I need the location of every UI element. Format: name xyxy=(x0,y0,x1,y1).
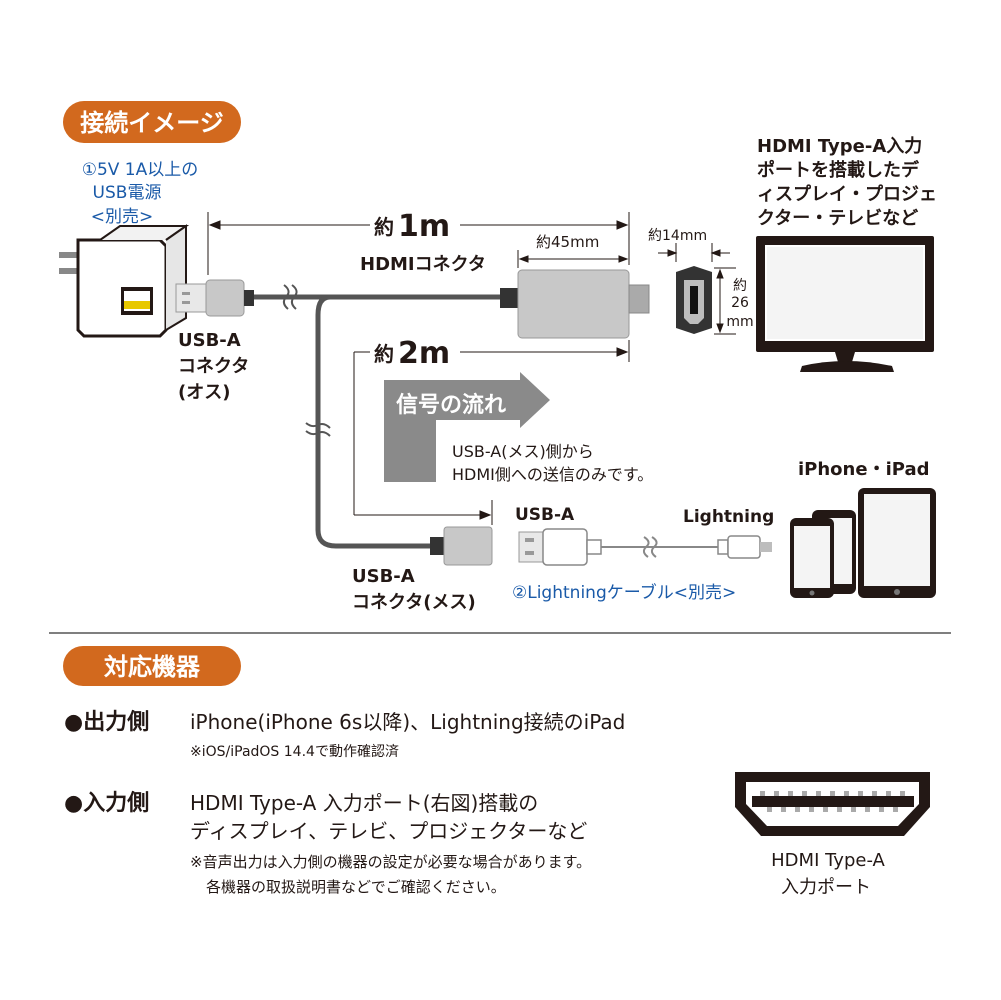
power-note-line2: USB電源 xyxy=(93,183,162,203)
length-1m-prefix: 約 xyxy=(374,215,394,239)
length-2m-value: 2m xyxy=(398,336,450,371)
display-note-line2: ポートを搭載したデ xyxy=(757,159,920,181)
usba-male-line2: コネクタ xyxy=(178,356,249,377)
iphone-icon xyxy=(790,510,856,598)
input-text-line2: ディスプレイ、テレビ、プロジェクターなど xyxy=(190,819,587,843)
dimension-lines xyxy=(207,212,736,525)
signal-arrow-icon: 信号の流れ xyxy=(384,372,550,482)
signal-note: USB-A(メス)側から HDMI側への送信のみです。 xyxy=(452,442,653,484)
display-note-line4: クター・テレビなど xyxy=(757,208,918,229)
lightning-label: Lightning xyxy=(683,507,774,527)
devices-label: iPhone・iPad xyxy=(798,459,929,480)
input-heading: ●入力側 xyxy=(64,791,149,816)
output-text: iPhone(iPhone 6s以降)、Lightning接続のiPad xyxy=(190,710,625,734)
usb-power-adapter-icon xyxy=(59,224,190,338)
usba-female-label: USB-A コネクタ(メス) xyxy=(352,566,476,613)
power-note-line3: <別売> xyxy=(91,207,154,227)
dim-14-label: 約14mm xyxy=(648,228,707,244)
port-caption-line2: 入力ポート xyxy=(781,877,871,898)
output-heading: ●出力側 xyxy=(64,710,149,735)
input-note-line1: ※音声出力は入力側の機器の設定が必要な場合があります。 xyxy=(190,853,591,871)
port-caption: HDMI Type-A 入力ポート xyxy=(771,850,885,898)
display-monitor-icon xyxy=(756,236,934,372)
power-note-line1: ①5V 1A以上の xyxy=(82,160,199,180)
hdmi-port-icon xyxy=(676,266,712,334)
usba-female-line1: USB-A xyxy=(352,566,415,587)
signal-flow-label: 信号の流れ xyxy=(396,392,506,418)
dim-45-label: 約45mm xyxy=(536,233,599,251)
usba-male-line1: USB-A xyxy=(178,330,241,351)
ipad-icon xyxy=(858,488,936,598)
lightning-cable xyxy=(518,528,772,566)
display-note: HDMI Type-A入力 ポートを搭載したデ ィスプレイ・プロジェ クター・テ… xyxy=(757,136,937,229)
compat-badge-label: 対応機器 xyxy=(104,653,201,681)
connection-badge-label: 接続イメージ xyxy=(80,109,224,137)
dim-26-line2: 26 xyxy=(731,295,749,311)
display-note-line3: ィスプレイ・プロジェ xyxy=(757,183,937,205)
length-2m-prefix: 約 xyxy=(374,342,394,366)
usba-female-connector xyxy=(430,526,493,566)
usba-label: USB-A xyxy=(515,505,575,525)
input-text-line1: HDMI Type-A 入力ポート(右図)搭載の xyxy=(190,791,538,815)
hdmi-connector-label: HDMIコネクタ xyxy=(360,254,486,275)
port-caption-line1: HDMI Type-A xyxy=(771,850,885,871)
signal-note-line1: USB-A(メス)側から xyxy=(452,442,594,461)
usba-male-label: USB-A コネクタ (オス) xyxy=(178,330,249,403)
hdmi-connector xyxy=(500,269,650,339)
connection-badge: 接続イメージ xyxy=(63,101,241,143)
dim-26-line1: 約 xyxy=(733,278,747,294)
output-note: ※iOS/iPadOS 14.4で動作確認済 xyxy=(190,744,399,760)
compat-badge: 対応機器 xyxy=(63,646,241,686)
display-note-line1: HDMI Type-A入力 xyxy=(757,136,922,157)
lightning-cable-note: ②Lightningケーブル<別売> xyxy=(512,582,736,603)
dim-26-line3: mm xyxy=(726,314,753,330)
usba-male-line3: (オス) xyxy=(178,382,230,403)
power-note: ①5V 1A以上の USB電源 <別売> xyxy=(82,160,199,227)
usba-female-line2: コネクタ(メス) xyxy=(352,592,476,613)
length-1m-value: 1m xyxy=(398,209,450,244)
signal-note-line2: HDMI側への送信のみです。 xyxy=(452,465,653,484)
usba-male-connector xyxy=(175,279,254,317)
input-note-line2: 各機器の取扱説明書などでご確認ください。 xyxy=(206,878,506,896)
dim-26-label: 約 26 mm xyxy=(726,278,753,330)
hdmi-type-a-port-icon xyxy=(735,772,930,836)
